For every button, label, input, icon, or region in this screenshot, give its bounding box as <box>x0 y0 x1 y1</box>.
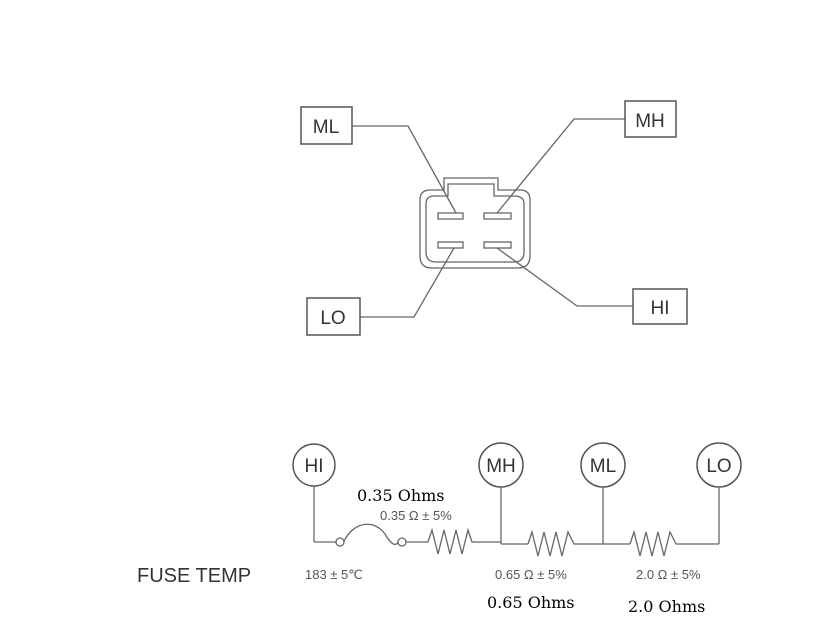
thermal-fuse <box>314 523 428 547</box>
resistor-1-spec: 0.35 Ω ± 5% <box>380 508 452 523</box>
svg-text:LO: LO <box>706 456 731 477</box>
resistor-1-ohms: 0.35 Ohms <box>357 486 445 505</box>
node-mh: MH <box>478 442 524 488</box>
pin-label-mh: MH <box>624 100 677 138</box>
resistor-3-ohms: 2.0 Ohms <box>628 597 705 616</box>
resistor-1 <box>427 527 501 555</box>
resistor-3-spec: 2.0 Ω ± 5% <box>636 567 701 582</box>
svg-text:HI: HI <box>651 298 670 319</box>
pin-label-lo: LO <box>306 297 361 336</box>
svg-text:ML: ML <box>590 456 616 477</box>
fuse-temp-label: FUSE TEMP <box>137 565 251 587</box>
pin-label-hi: HI <box>632 288 688 325</box>
node-lo: LO <box>696 442 742 488</box>
pin-label-ml: ML <box>300 106 353 145</box>
svg-text:MH: MH <box>635 111 665 132</box>
resistor-2-ohms: 0.65 Ohms <box>487 593 575 612</box>
node-hi: HI <box>292 443 336 487</box>
leader-hi <box>496 247 633 307</box>
terminal-ml <box>437 212 464 220</box>
terminal-lo <box>437 241 464 249</box>
resistor-3 <box>629 529 719 557</box>
connector-housing <box>419 177 531 269</box>
leader-mh <box>496 118 625 214</box>
resistor-2-spec: 0.65 Ω ± 5% <box>495 567 567 582</box>
terminal-hi <box>483 241 512 249</box>
fuse-temp-value: 183 ± 5℃ <box>305 567 363 582</box>
terminal-mh <box>483 212 512 220</box>
node-ml: ML <box>580 442 626 488</box>
leader-ml <box>352 125 457 214</box>
svg-text:MH: MH <box>486 456 516 477</box>
svg-text:LO: LO <box>320 308 345 329</box>
svg-text:HI: HI <box>305 456 324 477</box>
svg-text:ML: ML <box>313 117 339 138</box>
resistor-2 <box>527 529 603 557</box>
leader-lo <box>360 247 455 318</box>
